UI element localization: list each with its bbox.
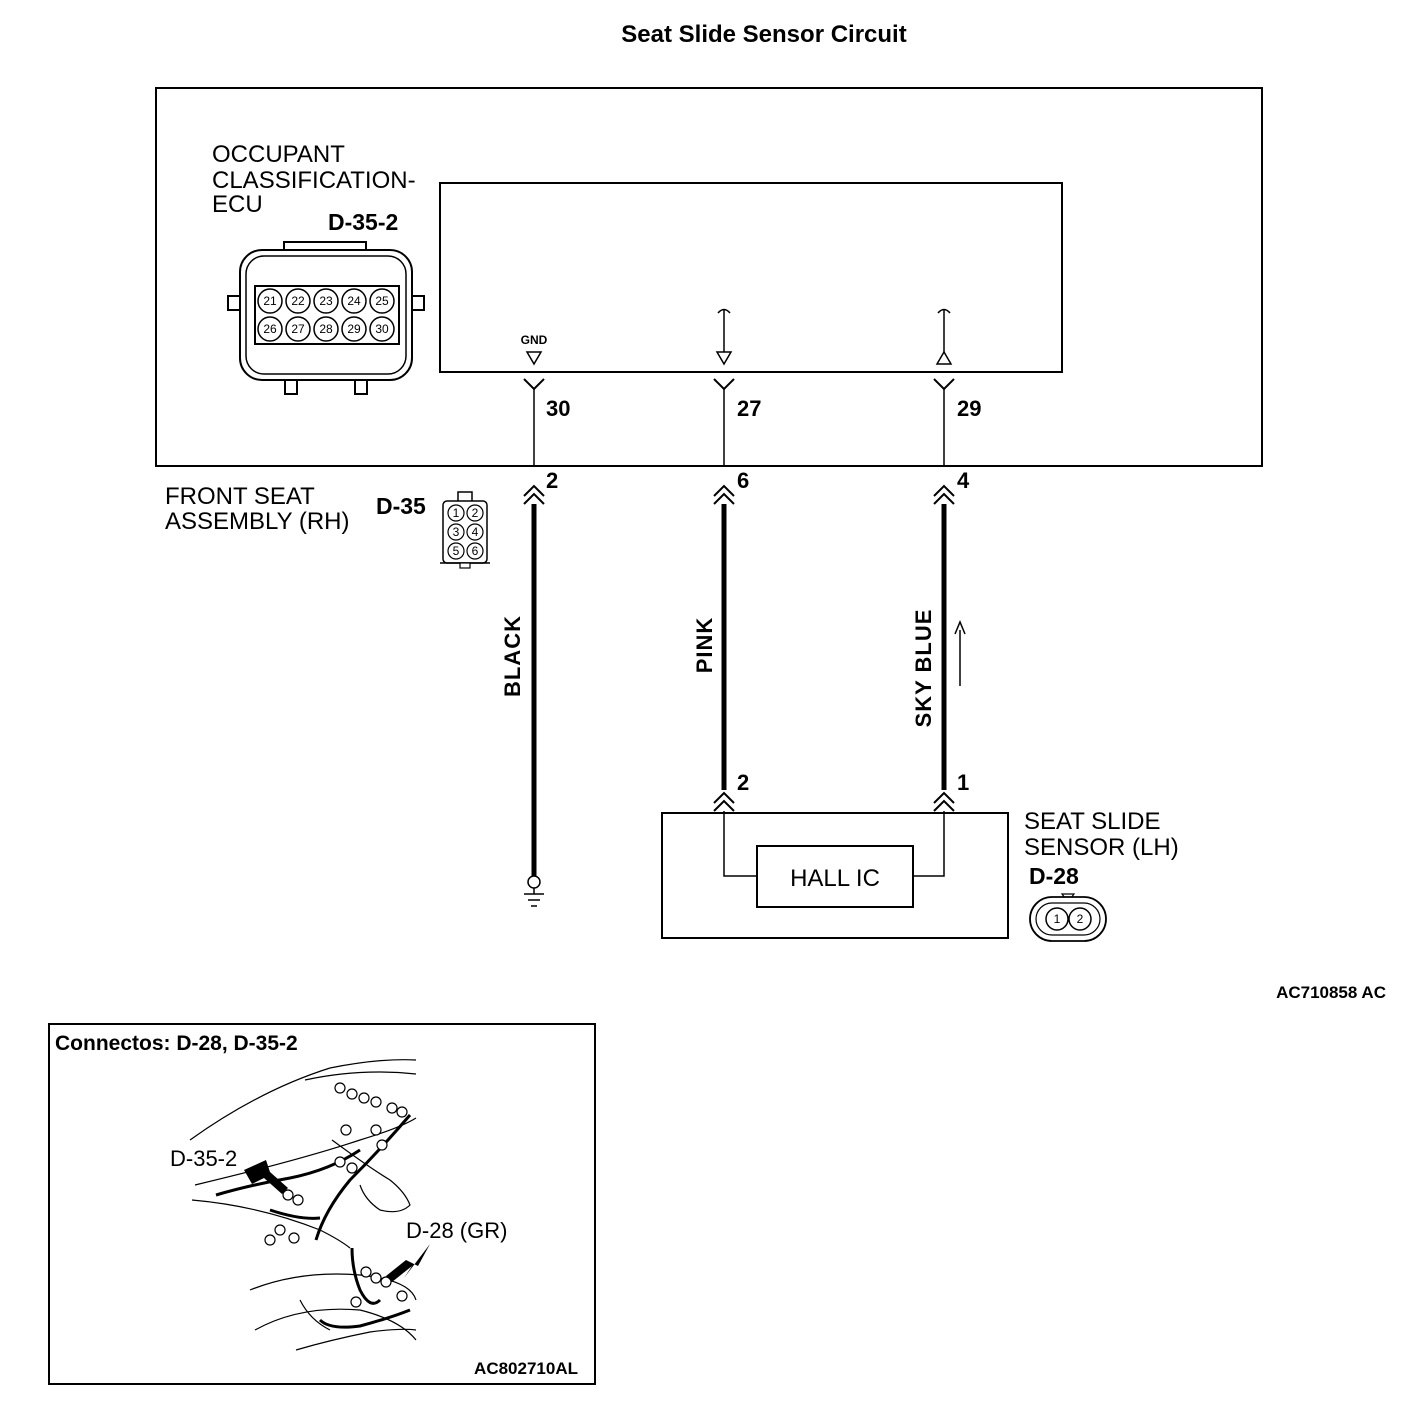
ecu-pin-30: 30 <box>375 322 389 336</box>
d35-terminal-6: 6 <box>737 468 749 493</box>
ecu-label-line-1: OCCUPANT <box>212 141 345 168</box>
ground-icon <box>524 875 544 907</box>
ecu-pin-29: 29 <box>347 322 361 336</box>
ecu-pin-24: 24 <box>347 294 361 308</box>
d28-connector-id: D-28 <box>1029 863 1079 889</box>
ecu-pin-28: 28 <box>319 322 333 336</box>
ecu-label-line-2: CLASSIFICATION- <box>212 167 416 194</box>
ecu-terminal-marks <box>523 378 955 391</box>
d35-terminal-4: 4 <box>957 468 970 493</box>
signal-direction-arrow-icon <box>954 620 966 686</box>
ecu-connector-icon <box>227 241 425 395</box>
d35-connector-icon <box>440 491 490 569</box>
d35-terminal-2: 2 <box>546 468 558 493</box>
sensor-label-line-1: SEAT SLIDE <box>1024 808 1161 835</box>
d35-pin-5: 5 <box>453 544 460 558</box>
seat-slide-sensor-box <box>661 812 1009 939</box>
d28-pin-2: 2 <box>1077 912 1084 926</box>
sensor-label-line-2: SENSOR (LH) <box>1024 834 1179 861</box>
connector-location-inset <box>48 1023 596 1385</box>
connector-blobs-illustration <box>264 1082 408 1308</box>
line-break-icon <box>937 308 951 314</box>
d28-terminal-1: 1 <box>957 770 969 795</box>
ecu-label-line-3: ECU <box>212 191 263 218</box>
line-break-icon <box>717 308 731 314</box>
front-seat-assembly-box <box>155 87 1263 467</box>
d28-pin-1: 1 <box>1054 912 1061 926</box>
ecu-terminal-27: 27 <box>737 396 761 421</box>
ecu-pin-21: 21 <box>263 294 277 308</box>
wire-label-pink: PINK <box>692 617 717 674</box>
d35-terminal-marks <box>523 484 955 505</box>
ecu-box <box>439 182 1063 373</box>
ecu-pin-25: 25 <box>375 294 389 308</box>
d28-terminal-marks <box>713 791 955 812</box>
vehicle-interior-illustration <box>189 1059 417 1351</box>
ecu-connector-id: D-35-2 <box>328 209 398 235</box>
d35-pin-6: 6 <box>472 544 479 558</box>
ecu-pin-26: 26 <box>263 322 277 336</box>
d35-pin-2: 2 <box>472 506 479 520</box>
ecu-pin-22: 22 <box>291 294 305 308</box>
ecu-pin-27: 27 <box>291 322 305 336</box>
ecu-terminal-30: 30 <box>546 396 570 421</box>
inset-label-d35-2: D-35-2 <box>170 1146 237 1171</box>
gnd-label: GND <box>521 333 548 347</box>
inset-title: Connectos: D-28, D-35-2 <box>55 1032 298 1055</box>
ground-arrow-icon <box>525 351 543 366</box>
hall-ic-label: HALL IC <box>790 865 880 892</box>
output-arrow-icon <box>715 351 733 366</box>
inset-code: AC802710AL <box>474 1359 578 1378</box>
d28-connector-icon <box>1029 893 1107 942</box>
ecu-terminal-29: 29 <box>957 396 981 421</box>
d28-terminal-2: 2 <box>737 770 749 795</box>
inset-label-d28: D-28 (GR) <box>406 1218 507 1243</box>
front-seat-label-line-1: FRONT SEAT <box>165 483 315 510</box>
front-seat-label-line-2: ASSEMBLY (RH) <box>165 508 350 535</box>
d35-pin-4: 4 <box>472 525 479 539</box>
d35-pin-1: 1 <box>453 506 460 520</box>
diagram-code: AC710858 AC <box>1276 983 1386 1002</box>
input-arrow-icon <box>935 350 953 365</box>
pointer-arrow-d35-2-icon <box>244 1160 288 1194</box>
wire-label-black: BLACK <box>500 615 525 697</box>
d35-pin-3: 3 <box>453 525 460 539</box>
ecu-pin-23: 23 <box>319 294 333 308</box>
d35-connector-id: D-35 <box>376 493 426 519</box>
wire-label-sky-blue: SKY BLUE <box>911 609 936 728</box>
diagram-title: Seat Slide Sensor Circuit <box>621 21 906 48</box>
pointer-arrow-d28-icon <box>386 1244 430 1282</box>
